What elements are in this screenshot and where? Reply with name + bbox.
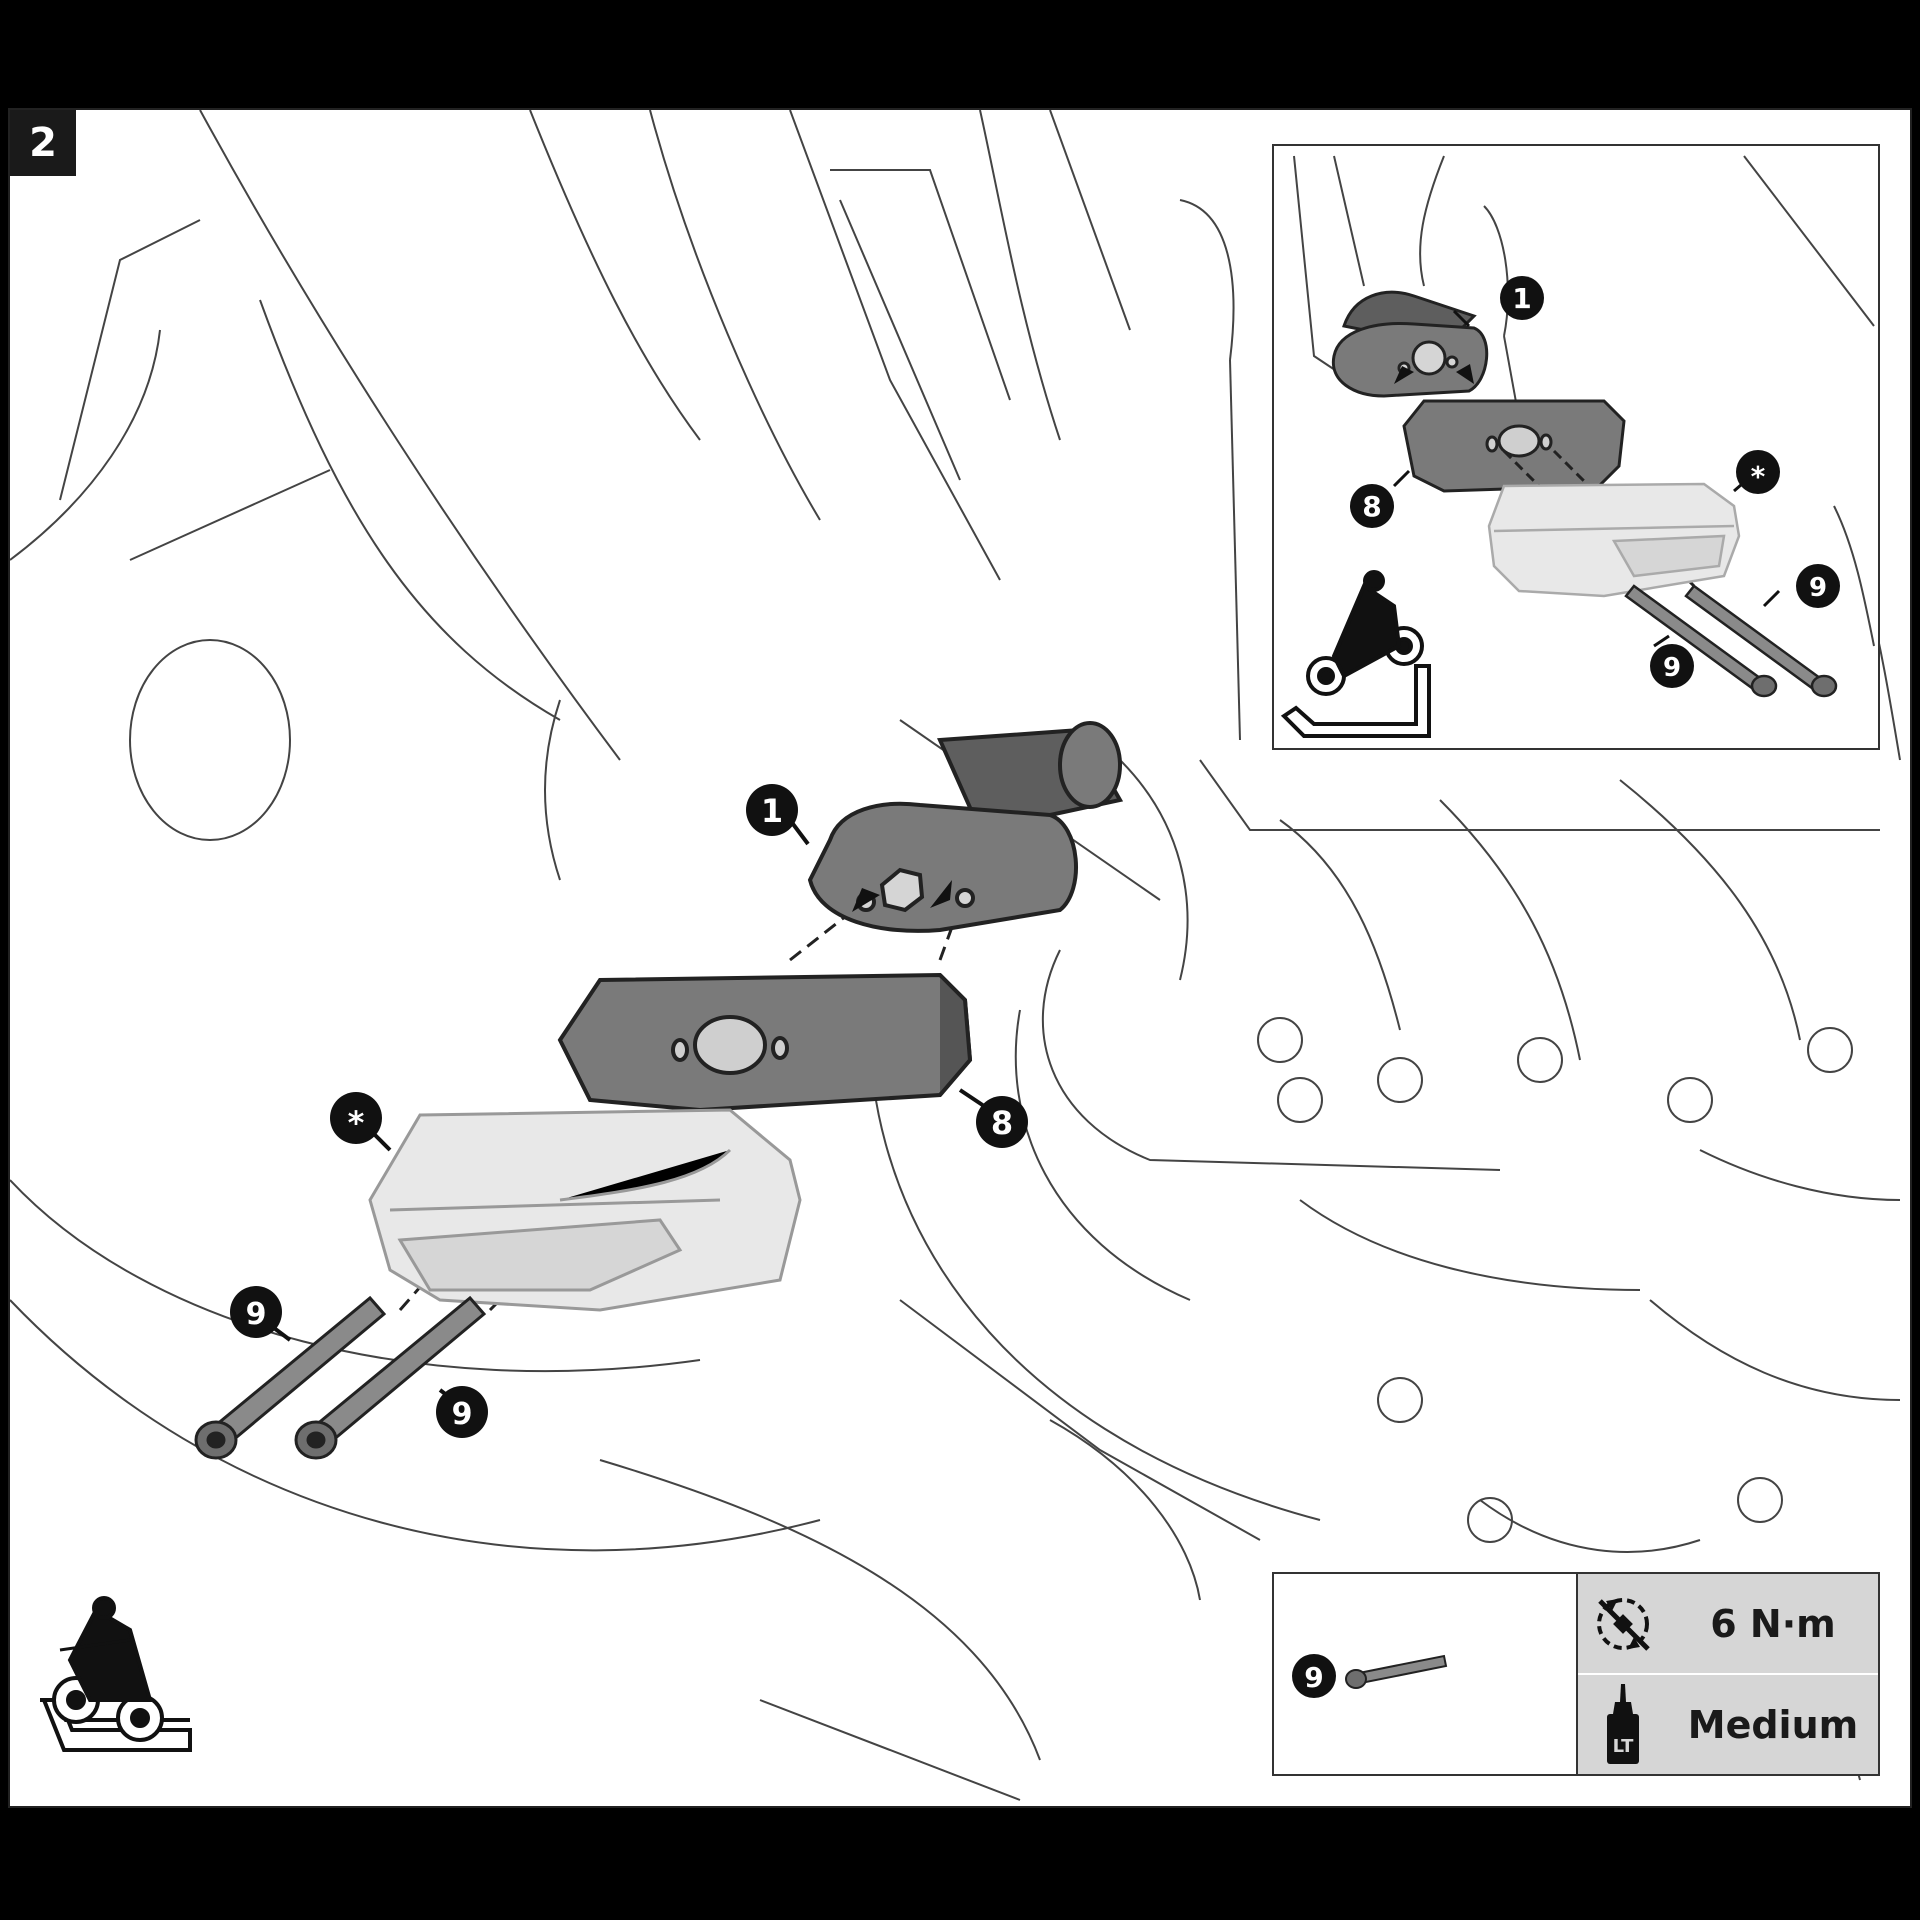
svg-text:9: 9 xyxy=(1663,653,1681,683)
threadlocker-bottle-icon: LT xyxy=(1578,1675,1668,1774)
callout-8: 8 xyxy=(958,1088,1028,1148)
threadlocker-value: Medium xyxy=(1687,1702,1859,1747)
spec-part-cell: 9 xyxy=(1274,1574,1578,1774)
svg-text:9: 9 xyxy=(1304,1661,1323,1694)
svg-text:1: 1 xyxy=(761,792,783,830)
arrow-icon xyxy=(930,880,952,908)
inset-motorcycle-front-icon xyxy=(1280,570,1431,738)
step-number-badge: 2 xyxy=(10,110,76,176)
inset-callout-star: * xyxy=(1733,450,1780,494)
svg-text:8: 8 xyxy=(1362,490,1381,523)
callout-9-left: 9 xyxy=(230,1286,292,1342)
inset-illustration: 1 8 * 9 9 xyxy=(1280,155,1875,738)
inset-part-9-bolts xyxy=(1624,584,1838,698)
svg-text:9: 9 xyxy=(1809,573,1827,603)
svg-text:*: * xyxy=(348,1104,365,1142)
threadlocker-row: LT Medium xyxy=(1578,1673,1878,1774)
inset-callout-1: 1 xyxy=(1452,276,1544,328)
inset-part-8 xyxy=(1402,399,1626,493)
inset-callout-9-right: 9 xyxy=(1762,564,1840,608)
part-1-adapter xyxy=(807,721,1124,933)
torque-value: 6 N·m xyxy=(1710,1601,1836,1646)
callout-1: 1 xyxy=(746,784,810,846)
motorcycle-side-icon xyxy=(40,1596,192,1752)
svg-text:9: 9 xyxy=(452,1397,473,1432)
svg-text:8: 8 xyxy=(991,1104,1013,1142)
svg-text:*: * xyxy=(1751,460,1766,493)
part-9-bolts xyxy=(194,1295,487,1460)
inset-part-star xyxy=(1487,482,1741,598)
spec-values: 6 N·m LT Medium xyxy=(1578,1574,1878,1774)
svg-text:1: 1 xyxy=(1512,282,1531,315)
arrow-icon xyxy=(852,888,880,912)
inset-callout-8: 8 xyxy=(1350,469,1411,528)
detail-inset: 1 8 * 9 9 xyxy=(1272,144,1880,750)
part-8-spacer-plate xyxy=(557,972,973,1113)
torque-row: 6 N·m xyxy=(1578,1574,1878,1673)
part-star-slider xyxy=(368,1108,802,1312)
torque-wrench-icon xyxy=(1578,1574,1668,1673)
svg-text:9: 9 xyxy=(246,1297,267,1332)
callout-9-right: 9 xyxy=(436,1386,488,1438)
callout-star: * xyxy=(330,1092,392,1152)
inset-part-1 xyxy=(1331,290,1489,398)
svg-text:LT: LT xyxy=(1613,1736,1634,1757)
torque-spec-box: 9 6 N·m xyxy=(1272,1572,1880,1776)
inset-callout-9-left: 9 xyxy=(1650,634,1694,688)
bolt-icon: 9 xyxy=(1292,1654,1448,1698)
